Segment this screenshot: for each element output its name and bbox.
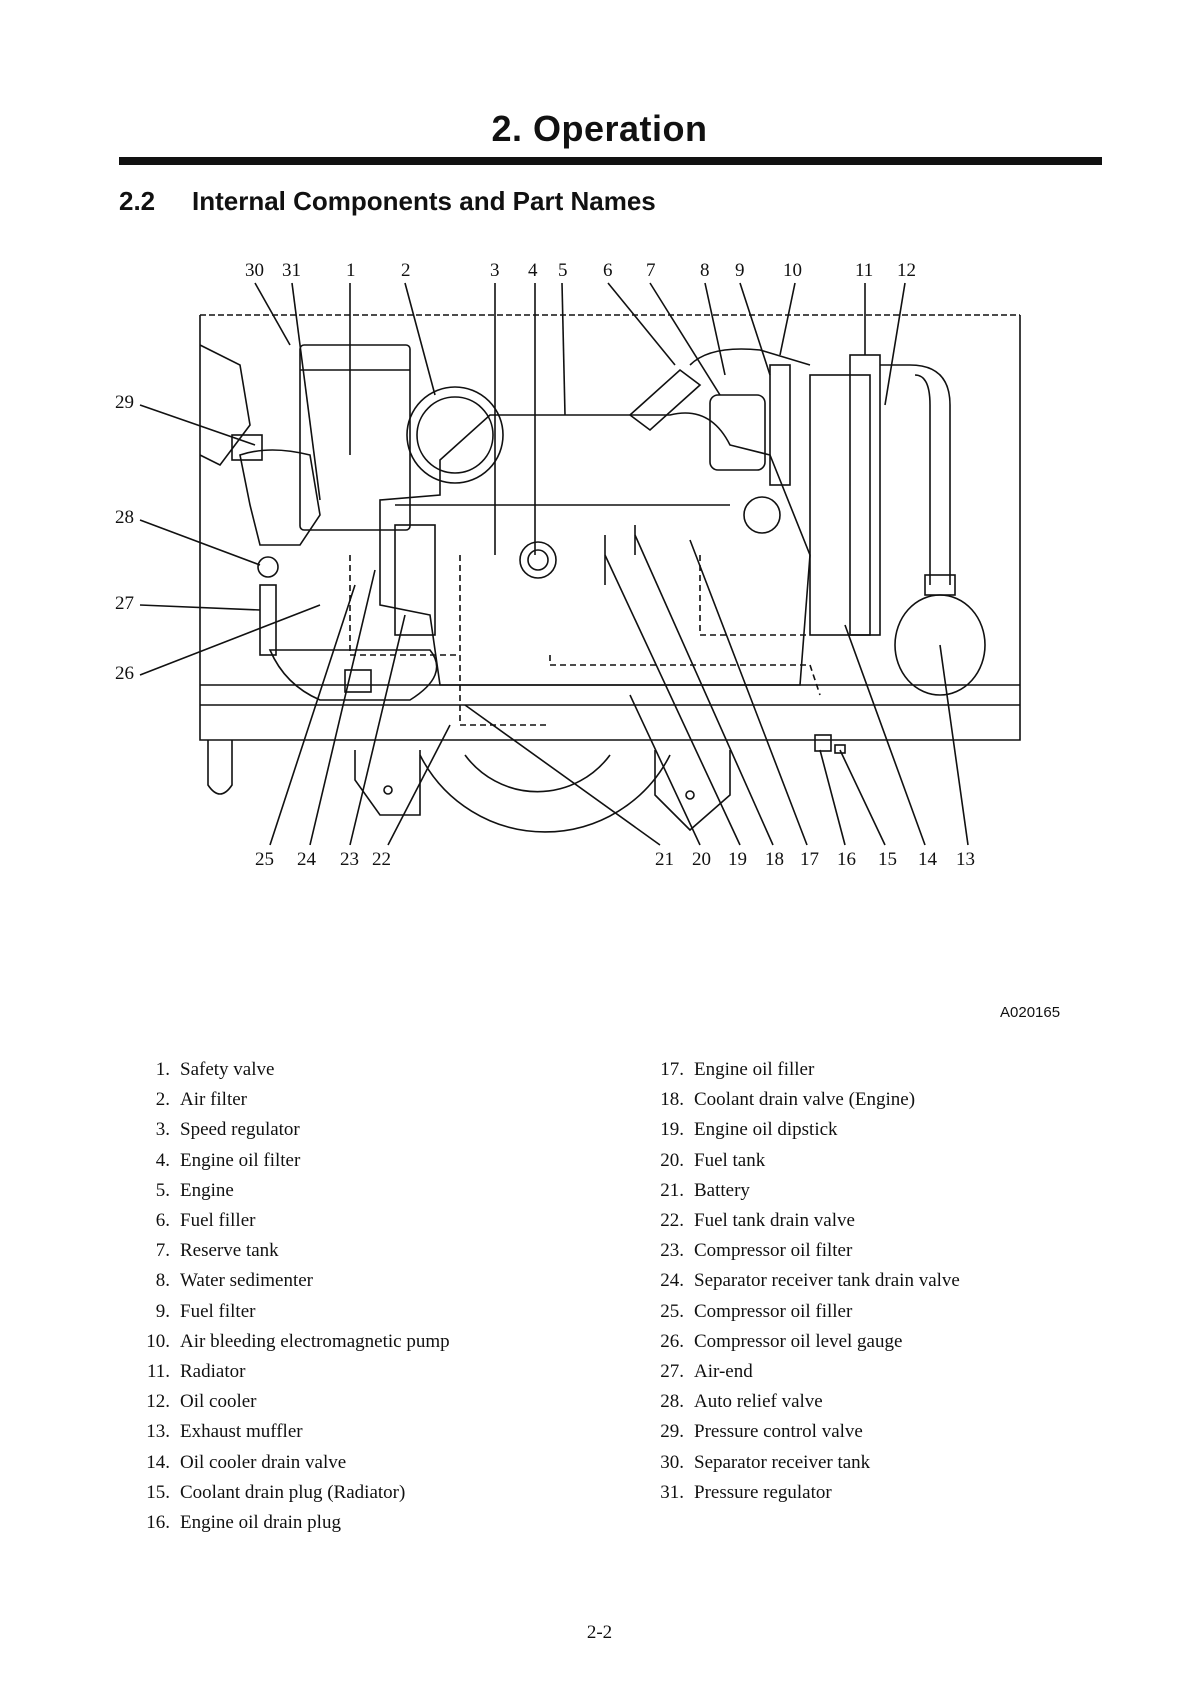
callout-6: 6 (603, 260, 613, 281)
callout-16: 16 (837, 849, 856, 870)
list-item: 30.Separator receiver tank (660, 1451, 871, 1473)
callout-21: 21 (655, 849, 674, 870)
section-heading: Internal Components and Part Names (192, 186, 656, 216)
list-item: 17.Engine oil filler (660, 1059, 815, 1080)
list-item: 6.Fuel filler (155, 1210, 256, 1232)
list-item: 22.Fuel tank drain valve (660, 1210, 855, 1232)
list-item: 28.Auto relief valve (660, 1391, 823, 1413)
radiator-shape (809, 374, 871, 636)
fuel-tank-shape (419, 754, 671, 833)
callout-13: 13 (956, 849, 975, 870)
list-item: 27.Air-end (660, 1361, 753, 1383)
list-item: 14.Oil cooler drain valve (146, 1451, 347, 1473)
separator-tank-shape (299, 344, 411, 531)
callout-29: 29 (115, 392, 134, 413)
callout-3: 3 (490, 260, 500, 281)
enclosure-outline (199, 315, 1021, 741)
callout-2: 2 (401, 260, 411, 281)
oil-cooler-shape (849, 354, 881, 636)
list-item: 15.Coolant drain plug (Radiator) (146, 1481, 406, 1503)
list-item: 1.Safety valve (155, 1059, 275, 1080)
list-item: 7.Reserve tank (155, 1240, 279, 1262)
list-item: 20.Fuel tank (660, 1149, 766, 1171)
callout-17: 17 (800, 849, 819, 870)
figure-code: A020165 (1000, 1004, 1061, 1021)
list-item: 3.Speed regulator (155, 1119, 300, 1141)
callout-5: 5 (558, 260, 568, 281)
callout-28: 28 (115, 507, 134, 528)
callout-20: 20 (692, 849, 711, 870)
list-item: 19.Engine oil dipstick (660, 1119, 838, 1141)
compressor-diagram: 30 31 1 2 3 4 5 6 7 8 9 10 11 12 29 28 2… (115, 260, 1021, 870)
list-item: 9.Fuel filter (155, 1300, 256, 1322)
page-number: 2-2 (586, 1622, 613, 1643)
list-item: 2.Air filter (155, 1089, 248, 1111)
callout-11: 11 (855, 260, 873, 281)
callout-7: 7 (646, 260, 656, 281)
callout-1: 1 (346, 260, 356, 281)
list-item: 5.Engine (155, 1179, 234, 1201)
chapter-rule (119, 157, 1102, 165)
callout-25: 25 (255, 849, 274, 870)
list-item: 23.Compressor oil filter (660, 1240, 853, 1262)
list-item: 12.Oil cooler (146, 1391, 257, 1413)
list-item: 29.Pressure control valve (660, 1421, 863, 1443)
callout-12: 12 (897, 260, 916, 281)
callout-27: 27 (115, 593, 134, 614)
list-item: 26.Compressor oil level gauge (660, 1330, 903, 1352)
callout-31: 31 (282, 260, 301, 281)
callout-18: 18 (765, 849, 784, 870)
callout-19: 19 (728, 849, 747, 870)
section-number: 2.2 (119, 186, 156, 216)
callout-15: 15 (878, 849, 897, 870)
callout-23: 23 (340, 849, 359, 870)
air-filter-shape (406, 386, 504, 484)
list-item: 24.Separator receiver tank drain valve (660, 1270, 960, 1292)
list-item: 16.Engine oil drain plug (146, 1512, 341, 1534)
list-item: 18.Coolant drain valve (Engine) (660, 1089, 916, 1111)
section-title: 2.2 Internal Components and Part Names (119, 186, 656, 217)
list-item: 8.Water sedimenter (155, 1270, 313, 1292)
list-item: 11.Radiator (146, 1361, 246, 1383)
callout-24: 24 (297, 849, 317, 870)
callout-26: 26 (115, 663, 134, 684)
engine-shape (379, 412, 811, 686)
parts-list-right: 17.Engine oil filler 18.Coolant drain va… (648, 1055, 960, 1508)
list-item: 4.Engine oil filter (155, 1149, 301, 1171)
list-item: 13.Exhaust muffler (146, 1421, 303, 1443)
list-item: 25.Compressor oil filler (660, 1300, 853, 1322)
callout-10: 10 (783, 260, 802, 281)
list-item: 10.Air bleeding electromagnetic pump (146, 1330, 450, 1352)
list-item: 31.Pressure regulator (660, 1481, 832, 1503)
list-item: 21.Battery (660, 1179, 750, 1201)
callout-8: 8 (700, 260, 710, 281)
parts-list-left: 1.Safety valve 2.Air filter 3.Speed regu… (134, 1055, 450, 1538)
callout-14: 14 (918, 849, 938, 870)
chapter-title: 2. Operation (491, 108, 708, 149)
callout-30: 30 (245, 260, 264, 281)
callout-22: 22 (372, 849, 391, 870)
callout-4: 4 (528, 260, 538, 281)
callout-labels: 30 31 1 2 3 4 5 6 7 8 9 10 11 12 29 28 2… (115, 260, 975, 870)
callout-9: 9 (735, 260, 745, 281)
